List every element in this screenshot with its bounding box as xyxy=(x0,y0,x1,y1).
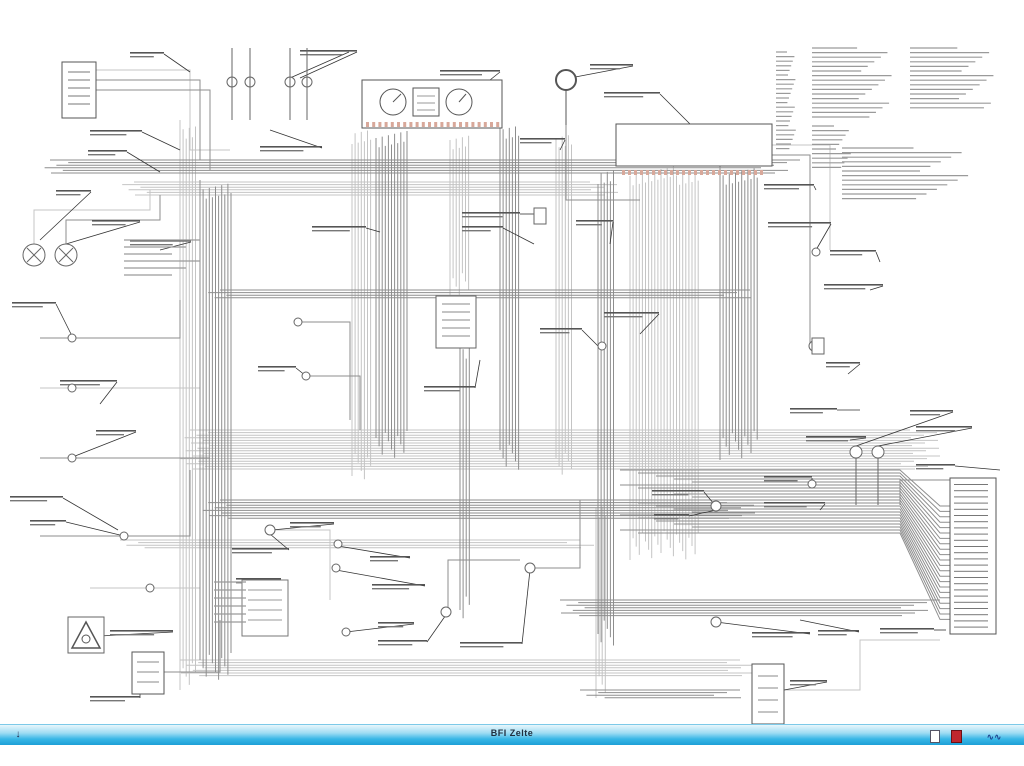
annotation-label xyxy=(290,522,334,528)
annotation-label xyxy=(56,190,91,196)
annotation-label xyxy=(10,496,63,502)
annotation-label xyxy=(576,220,613,226)
annotation-label xyxy=(540,328,582,334)
relay-bank xyxy=(241,579,289,637)
annotation-label xyxy=(130,240,191,246)
annotation-label xyxy=(826,362,860,368)
annotation-label xyxy=(604,92,660,98)
annotation-label xyxy=(12,302,56,308)
connector-block-right xyxy=(949,477,997,635)
annotation-label xyxy=(378,640,427,646)
flag-icon[interactable] xyxy=(950,730,962,744)
annotation-label xyxy=(916,464,955,470)
annotation-label xyxy=(90,130,142,136)
footer-bar: ↓ BFI Zelte ∿∿ xyxy=(0,724,1024,745)
annotation-label xyxy=(764,184,814,190)
annotation-label xyxy=(96,430,136,436)
annotation-label xyxy=(460,642,522,648)
annotation-label xyxy=(520,138,565,144)
annotation-label xyxy=(88,150,127,156)
warning-triangle-icon xyxy=(67,616,105,654)
annotation-label xyxy=(130,52,164,58)
annotation-label xyxy=(440,70,500,76)
annotation-label xyxy=(652,490,704,496)
annotation-label xyxy=(30,520,66,526)
annotation-label xyxy=(590,64,633,70)
annotation-label xyxy=(370,556,410,562)
relay-module xyxy=(131,651,165,695)
annotation-label xyxy=(916,426,972,432)
annotation-label xyxy=(764,476,812,482)
annotation-label xyxy=(312,226,366,232)
annotation-callouts xyxy=(10,50,972,702)
annotation-label xyxy=(768,222,831,228)
annotation-label xyxy=(260,146,322,152)
annotation-label xyxy=(880,628,934,634)
wiring-schematic xyxy=(10,47,1001,725)
annotation-label xyxy=(604,312,659,318)
annotation-label xyxy=(910,410,953,416)
connector-block-bottom xyxy=(751,663,785,725)
fuse-box xyxy=(435,295,477,349)
annotation-label xyxy=(110,630,173,636)
wire-bundle xyxy=(40,79,950,699)
annotation-label xyxy=(300,50,349,56)
brand-logo-icon: ∿∿ xyxy=(986,731,1002,742)
wire-bundle-light xyxy=(33,69,940,698)
footer-title: BFI Zelte xyxy=(490,728,534,738)
annotation-label xyxy=(818,630,859,636)
annotation-label xyxy=(90,696,140,702)
annotation-label xyxy=(372,584,425,590)
ignition-switch-icon xyxy=(555,69,577,125)
pin-icon[interactable]: ↓ xyxy=(15,729,21,740)
annotation-label xyxy=(806,436,866,442)
annotation-label xyxy=(654,514,689,520)
annotation-label xyxy=(790,680,827,686)
connector-block-top-left xyxy=(61,61,97,119)
annotation-label xyxy=(92,220,140,226)
annotation-label xyxy=(824,284,883,290)
headlamp-icon xyxy=(22,243,78,267)
below-footer-area xyxy=(0,745,1024,766)
indicator-lamp-icon xyxy=(849,445,885,505)
annotation-label xyxy=(830,250,876,256)
annotation-label xyxy=(462,212,520,218)
annotation-label xyxy=(378,622,414,628)
annotation-label xyxy=(764,502,825,508)
component-nodes xyxy=(67,207,825,637)
annotation-label xyxy=(258,366,296,372)
annotation-label xyxy=(60,380,117,386)
control-unit-module xyxy=(615,123,773,175)
annotation-label xyxy=(424,386,475,392)
annotation-label xyxy=(790,408,837,414)
footer-icons: ∿∿ xyxy=(924,728,1016,744)
annotation-label xyxy=(232,548,289,554)
annotation-label xyxy=(462,226,503,232)
fuse-holders xyxy=(226,48,313,120)
annotation-label xyxy=(752,632,810,638)
page-icon[interactable] xyxy=(930,730,941,744)
legend-notes xyxy=(124,47,994,623)
instrument-cluster xyxy=(361,79,503,129)
annotation-leaders xyxy=(39,51,1001,698)
